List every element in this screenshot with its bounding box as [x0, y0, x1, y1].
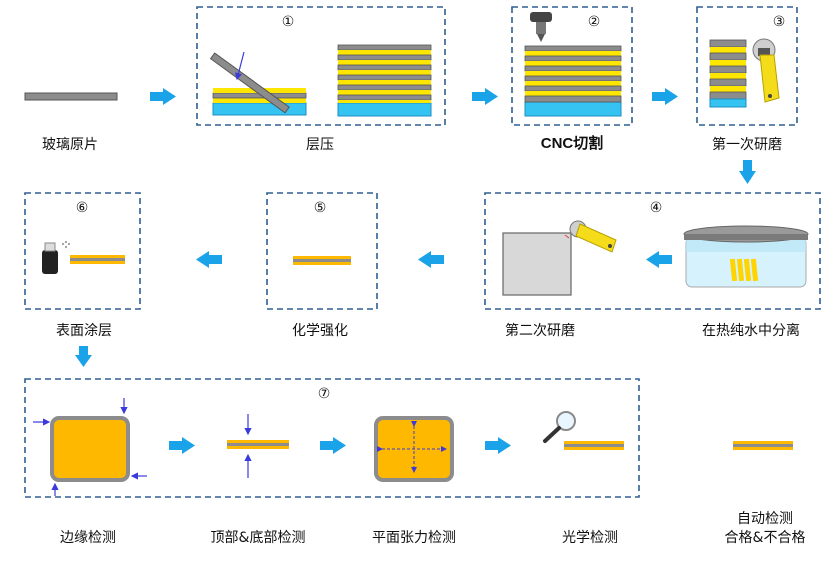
label-lamination: 层压 — [306, 137, 334, 153]
flow-arrow — [652, 88, 678, 105]
flow-arrow — [472, 88, 498, 105]
grinder-icon — [569, 220, 617, 253]
flow-arrow-down — [739, 160, 756, 184]
grind1-frame — [696, 6, 798, 126]
label-strengthen: 化学强化 — [292, 323, 348, 339]
step-number: ① — [282, 14, 295, 30]
flow-arrow-left — [418, 251, 444, 268]
optical-inspection-glass — [564, 441, 624, 450]
label-raw-glass: 玻璃原片 — [42, 137, 98, 153]
inspection-frame — [24, 378, 640, 498]
flow-arrow-left — [196, 251, 222, 268]
flow-arrow-down — [75, 346, 92, 367]
flow-arrow — [150, 88, 176, 105]
grind2-glass — [502, 232, 572, 296]
raw-glass-sheet — [24, 92, 118, 101]
lamination-frame — [196, 6, 446, 126]
edge-inspection-panel — [33, 398, 147, 496]
top-bottom-inspection — [227, 414, 289, 478]
separation-frame — [484, 192, 821, 310]
label-cnc: CNC切割 — [540, 135, 604, 152]
label-coating: 表面涂层 — [56, 323, 112, 339]
lamination-open-stack — [209, 51, 307, 116]
strengthen-frame — [266, 192, 378, 310]
grind1-stack — [709, 39, 747, 108]
magnifier-icon — [543, 411, 576, 443]
coated-glass — [70, 255, 125, 264]
flatness-inspection-panel — [374, 416, 454, 482]
label-grind1: 第一次研磨 — [712, 137, 782, 153]
step-number: ④ — [650, 200, 663, 216]
label-edge-inspection: 边缘检测 — [60, 530, 116, 546]
cnc-stack — [524, 45, 622, 117]
step-number: ⑤ — [314, 200, 327, 216]
flow-arrow — [320, 437, 346, 454]
spray-can-icon — [42, 241, 70, 274]
step-number: ⑦ — [318, 386, 331, 402]
label-grind2: 第二次研磨 — [505, 323, 575, 339]
step-number: ③ — [773, 14, 786, 30]
step-number: ⑥ — [76, 200, 89, 216]
label-flatness-inspection: 平面张力检测 — [372, 530, 456, 546]
label-separation: 在热纯水中分离 — [702, 323, 800, 339]
coating-frame — [24, 192, 141, 310]
grinder-icon — [752, 38, 780, 103]
lamination-stack — [337, 44, 432, 117]
strengthened-glass — [293, 256, 351, 265]
label-auto-inspection: 自动检测 — [737, 511, 793, 527]
flow-arrow-left — [646, 251, 672, 268]
label-top-bottom-inspection: 顶部&底部检测 — [210, 530, 306, 546]
flow-arrow — [485, 437, 511, 454]
cnc-spindle-icon — [530, 12, 552, 42]
step-number: ② — [588, 14, 601, 30]
flow-arrow — [169, 437, 195, 454]
cnc-frame — [511, 6, 633, 126]
label-pass-fail: 合格&不合格 — [724, 530, 806, 546]
result-glass — [733, 441, 793, 450]
water-tank-icon — [683, 225, 809, 288]
label-optical-inspection: 光学检测 — [562, 530, 618, 546]
